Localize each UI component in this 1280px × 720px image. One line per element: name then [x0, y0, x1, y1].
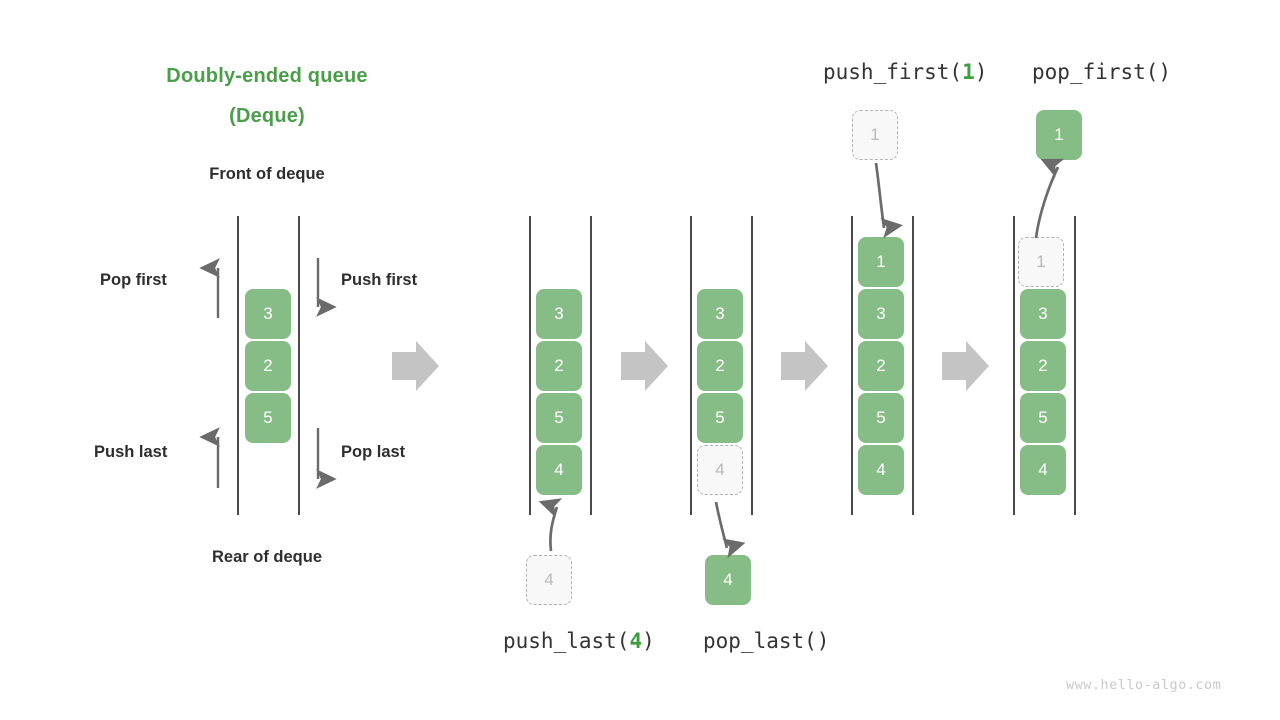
- cell-value: 2: [263, 356, 273, 375]
- transition-arrow-4-icon: [942, 341, 989, 391]
- cell-col5-1: 3: [1020, 289, 1066, 339]
- page-title-line1: Doubly-ended queue: [166, 65, 368, 87]
- push-first-caption-arg: 1: [962, 60, 975, 84]
- cell-col4-3: 5: [858, 393, 904, 443]
- transition-arrow-3-icon: [781, 341, 828, 391]
- rail-col5-left: [1013, 216, 1015, 515]
- cell-col5-3: 5: [1020, 393, 1066, 443]
- cell-value: 1: [1054, 125, 1064, 144]
- cell-overview-2: 5: [245, 393, 291, 443]
- rail-col3-left: [690, 216, 692, 515]
- rail-overview-left: [237, 216, 239, 515]
- rail-col4-right: [912, 216, 914, 515]
- push-last-label: Push last: [94, 443, 168, 461]
- cell-value: 1: [876, 252, 886, 271]
- push-last-caption-arg: 4: [629, 629, 643, 653]
- push-first-label: Push first: [341, 271, 418, 289]
- cell-value: 5: [876, 408, 886, 427]
- cell-col3-3-ghost: 4: [697, 445, 743, 495]
- pop-first-caption-name: pop_first(): [1032, 60, 1172, 84]
- floating-ghost-push-first: 1: [852, 110, 898, 160]
- floating-popped-first: 1: [1036, 110, 1082, 160]
- cell-overview-1: 2: [245, 341, 291, 391]
- cell-col5-0-ghost: 1: [1018, 237, 1064, 287]
- cell-value: 5: [1038, 408, 1048, 427]
- push-first-caption: push_first(1): [823, 60, 987, 84]
- cell-value: 4: [723, 570, 733, 589]
- cell-col4-1: 3: [858, 289, 904, 339]
- push-first-caption-name: push_first(: [823, 60, 963, 84]
- cell-col2-2: 5: [536, 393, 582, 443]
- rail-col2-left: [529, 216, 531, 515]
- transition-arrow-1-icon: [392, 341, 439, 391]
- floating-popped-last: 4: [705, 555, 751, 605]
- cell-overview-0: 3: [245, 289, 291, 339]
- cell-value: 5: [263, 408, 273, 427]
- cell-col2-1: 2: [536, 341, 582, 391]
- watermark: www.hello-algo.com: [1066, 677, 1222, 693]
- cell-value: 2: [1038, 356, 1048, 375]
- cell-value: 3: [1038, 304, 1048, 323]
- cell-value: 1: [1036, 252, 1046, 271]
- cell-value: 3: [554, 304, 564, 323]
- cell-value: 4: [1038, 460, 1048, 479]
- cell-value: 3: [263, 304, 273, 323]
- rear-of-deque-label: Rear of deque: [211, 548, 323, 566]
- transition-arrow-2-icon: [621, 341, 668, 391]
- pop-last-caption-name: pop_last(): [703, 629, 830, 653]
- floating-ghost-push-last: 4: [526, 555, 572, 605]
- pop-first-caption: pop_first(): [1032, 60, 1171, 84]
- pop-last-caption: pop_last(): [703, 629, 829, 653]
- cell-value: 4: [544, 570, 554, 589]
- cell-value: 4: [876, 460, 886, 479]
- cell-value: 2: [715, 356, 725, 375]
- cell-col3-1: 2: [697, 341, 743, 391]
- cell-col3-0: 3: [697, 289, 743, 339]
- cell-value: 3: [715, 304, 725, 323]
- push-last-caption-name: push_last(: [503, 629, 630, 653]
- push-last-caption-close: ): [642, 629, 655, 653]
- rail-overview-right: [298, 216, 300, 515]
- front-of-deque-label: Front of deque: [209, 165, 325, 183]
- push-last-caption: push_last(4): [503, 629, 655, 653]
- cell-value: 1: [870, 125, 880, 144]
- cell-col4-0: 1: [858, 237, 904, 287]
- cell-value: 5: [715, 408, 725, 427]
- cell-value: 4: [554, 460, 564, 479]
- pop-first-motion-arrow-icon: [1034, 158, 1065, 239]
- push-first-caption-close: ): [974, 60, 988, 84]
- cell-col2-3: 4: [536, 445, 582, 495]
- rail-col2-right: [590, 216, 592, 515]
- cell-col5-4: 4: [1020, 445, 1066, 495]
- pop-last-label: Pop last: [341, 443, 406, 461]
- cell-col2-0: 3: [536, 289, 582, 339]
- page-title-line2: (Deque): [229, 105, 305, 127]
- push-first-motion-arrow-icon: [874, 162, 903, 239]
- cell-value: 3: [876, 304, 886, 323]
- cell-col4-2: 2: [858, 341, 904, 391]
- cell-col5-2: 2: [1020, 341, 1066, 391]
- cell-value: 5: [554, 408, 564, 427]
- pop-first-label: Pop first: [100, 271, 167, 289]
- cell-value: 2: [554, 356, 564, 375]
- rail-col3-right: [751, 216, 753, 515]
- cell-value: 4: [715, 460, 725, 479]
- cell-value: 2: [876, 356, 886, 375]
- cell-col3-2: 5: [697, 393, 743, 443]
- push-last-motion-arrow-icon: [538, 498, 563, 552]
- pop-last-motion-arrow-icon: [714, 501, 746, 559]
- rail-col4-left: [851, 216, 853, 515]
- rail-col5-right: [1074, 216, 1076, 515]
- cell-col4-4: 4: [858, 445, 904, 495]
